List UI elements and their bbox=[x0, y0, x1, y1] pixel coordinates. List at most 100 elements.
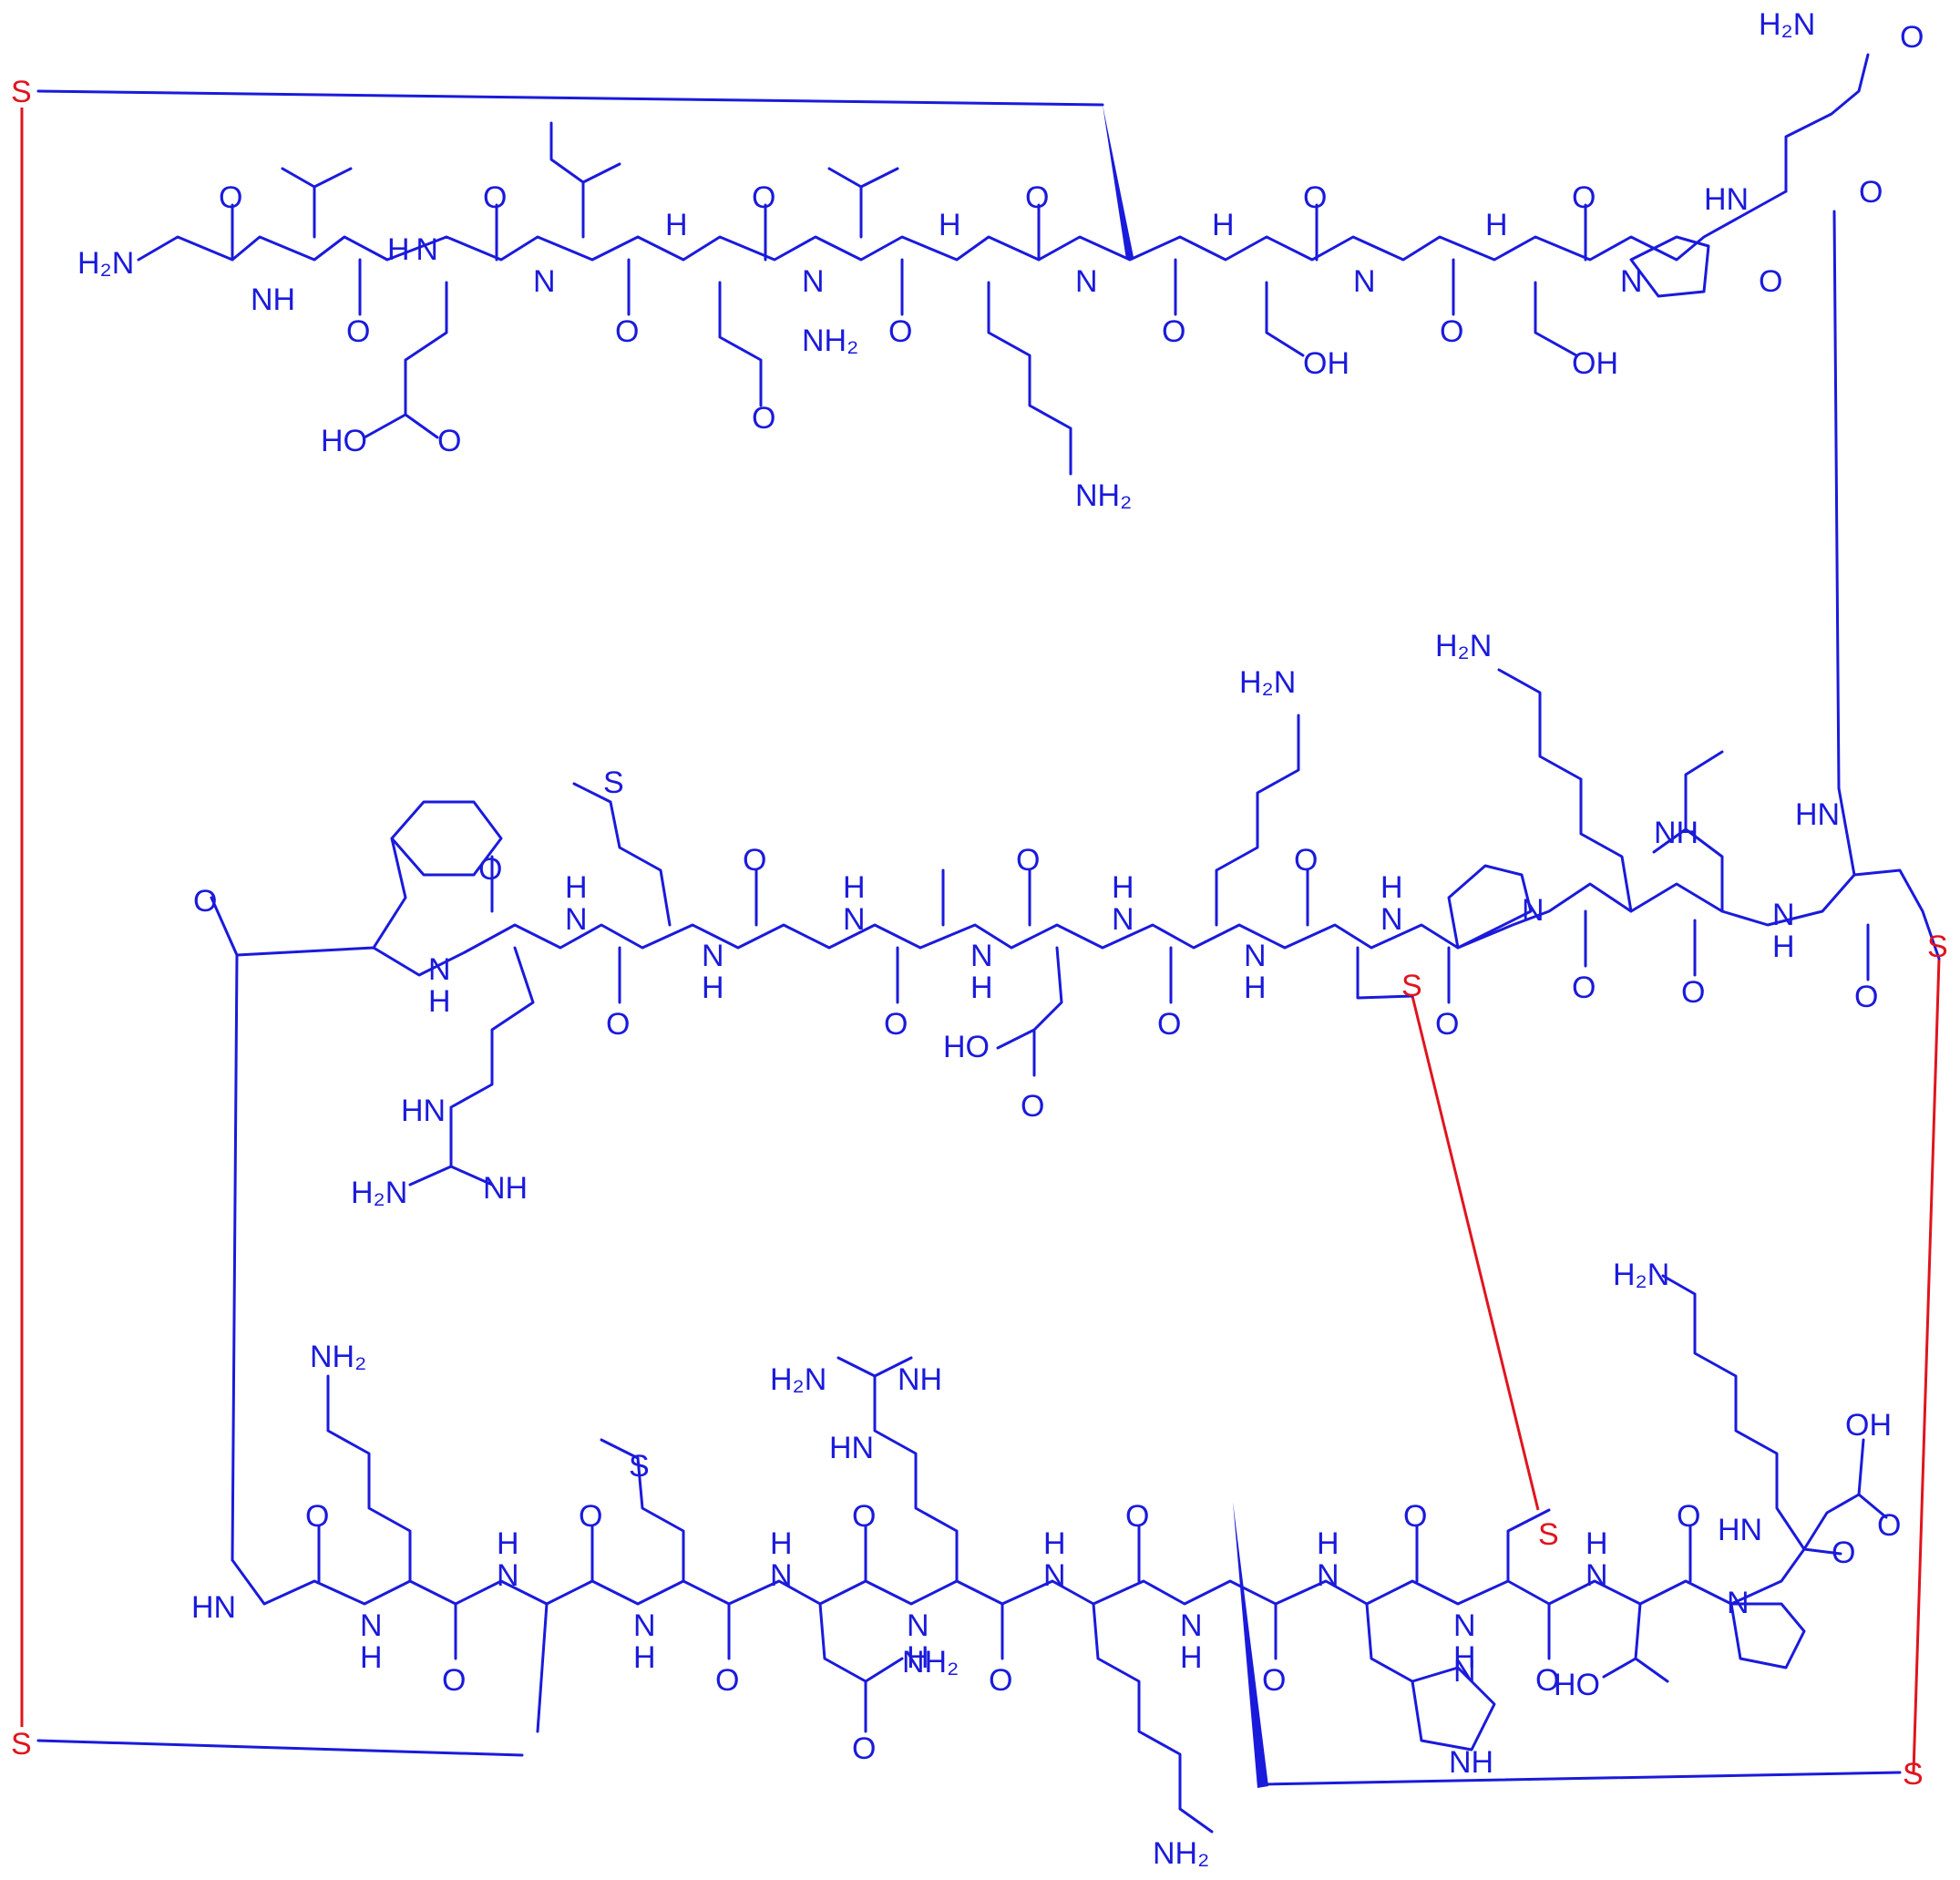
label-h-arg2: H bbox=[907, 1640, 929, 1675]
label-nh-ile: N bbox=[533, 264, 556, 299]
sidechains-row2 bbox=[372, 668, 1941, 1187]
label-h-cys5: H bbox=[1453, 1640, 1476, 1675]
label-hn-gln: HN bbox=[1704, 182, 1749, 217]
label-n-thr: N bbox=[1585, 1558, 1608, 1593]
label-o-gln: O bbox=[1900, 20, 1924, 55]
label-hn-start: HN bbox=[191, 1590, 236, 1625]
label-h2n-arg2: H₂N bbox=[770, 1362, 826, 1397]
label-o-met3: O bbox=[715, 1663, 739, 1698]
label-n-gly: N bbox=[843, 902, 866, 937]
label-nh2-asn2: NH₂ bbox=[902, 1645, 959, 1680]
label-o-cys5: O bbox=[1535, 1663, 1559, 1698]
label-o7: O bbox=[752, 180, 775, 215]
label-o-lys3: O bbox=[1572, 971, 1596, 1005]
bond-right-connector bbox=[1832, 210, 1841, 790]
label-h-arg: H bbox=[565, 870, 588, 905]
label-o-thr: O bbox=[1677, 1499, 1700, 1534]
label-n-cys5: N bbox=[1453, 1608, 1476, 1643]
label-o-phe: O bbox=[193, 884, 217, 919]
wedge-bottom bbox=[1233, 1502, 1268, 1788]
label-n-arg2: N bbox=[907, 1608, 929, 1643]
label-o-cys3: O bbox=[1854, 980, 1878, 1014]
sulfur-top-left: S bbox=[11, 75, 32, 109]
backbone-row1 bbox=[137, 190, 1788, 262]
label-nh-val2: N bbox=[802, 264, 825, 299]
wedge-top bbox=[1103, 105, 1134, 260]
label-o-gly3: O bbox=[305, 1499, 329, 1534]
sidechains-row1 bbox=[281, 53, 1870, 476]
label-n-lys5: N bbox=[1043, 1558, 1066, 1593]
label-h-phe: H bbox=[428, 984, 451, 1019]
label-h-asp: H bbox=[1112, 870, 1134, 905]
label-nh-gly: NH bbox=[251, 283, 295, 317]
label-o3: O bbox=[483, 180, 507, 215]
label-h-lys4: H bbox=[360, 1640, 383, 1675]
backbone-row2 bbox=[235, 786, 1856, 977]
label-h2n-lys3: H₂N bbox=[1435, 629, 1492, 663]
label-h2n-lys2: H₂N bbox=[1239, 665, 1296, 700]
label-n-cys3: N bbox=[1772, 898, 1795, 932]
disulfide-bond-right bbox=[1912, 958, 1941, 1773]
label-oh-end: OH bbox=[1845, 1408, 1892, 1443]
label-o6: O bbox=[615, 314, 639, 349]
label-h-met2: H bbox=[702, 971, 724, 1005]
label-h-ala2: H bbox=[497, 1526, 519, 1561]
label-h-thr: H bbox=[1585, 1526, 1608, 1561]
sulfur-cys5: S bbox=[1538, 1517, 1559, 1552]
label-n-cys2: N bbox=[1380, 902, 1403, 937]
label-n-lys4: N bbox=[360, 1608, 383, 1643]
label-o1: O bbox=[219, 180, 242, 215]
label-h2n-guan: H₂N bbox=[351, 1176, 407, 1210]
carbonyls-row2 bbox=[210, 855, 1870, 1004]
label-hn-guan: HN bbox=[401, 1094, 446, 1128]
label-n-asp: N bbox=[1112, 902, 1134, 937]
label-nh2-asn: NH₂ bbox=[802, 324, 858, 358]
label-o-lys2: O bbox=[1157, 1007, 1181, 1042]
label-o10: O bbox=[888, 314, 912, 349]
label-n-pro: N bbox=[1620, 264, 1643, 299]
label-o15: O bbox=[1572, 180, 1596, 215]
label-nh-guan: NH bbox=[483, 1171, 528, 1206]
label-nh-gly2: N bbox=[1353, 264, 1376, 299]
label-h-cys3: H bbox=[1772, 930, 1795, 964]
label-s-met3: S bbox=[629, 1449, 650, 1484]
label-hooc-asp: HO bbox=[943, 1030, 990, 1064]
label-h-his: H bbox=[1317, 1526, 1339, 1561]
label-o-lys5: O bbox=[1125, 1499, 1149, 1534]
label-n-lys2: N bbox=[1244, 939, 1267, 973]
label-h2n-lys6: H₂N bbox=[1613, 1258, 1669, 1292]
label-nh-lys: H bbox=[939, 208, 961, 242]
label-o14: O bbox=[1440, 314, 1463, 349]
bond-bottom-frame bbox=[36, 1739, 524, 1757]
label-nh2-lys: NH₂ bbox=[1075, 478, 1132, 513]
sulfur-cys2: S bbox=[1401, 969, 1422, 1003]
label-o-cys4: O bbox=[1262, 1663, 1286, 1698]
label-h-cys2: H bbox=[1380, 870, 1403, 905]
label-o-pro2: O bbox=[1435, 1007, 1459, 1042]
label-nh-arg2: NH bbox=[898, 1362, 942, 1397]
label-hn-cys3: HN bbox=[1795, 797, 1840, 832]
label-h2n-gln: H₂N bbox=[1759, 7, 1815, 42]
backbone-row3 bbox=[231, 1493, 1861, 1606]
label-o5: O bbox=[437, 424, 461, 458]
label-n-met2: N bbox=[702, 939, 724, 973]
label-n-pro3: N bbox=[1727, 1586, 1750, 1620]
label-o-gly: O bbox=[743, 843, 766, 878]
label-o-arg: O bbox=[478, 852, 502, 887]
label-oh-ser1: OH bbox=[1303, 346, 1349, 381]
label-nh2-lys4: NH₂ bbox=[310, 1340, 366, 1374]
label-nh-leu: NH bbox=[1654, 816, 1698, 850]
label-n-asn2: N bbox=[770, 1558, 793, 1593]
label-h-asn2: H bbox=[770, 1526, 793, 1561]
label-o-lys4: O bbox=[442, 1663, 466, 1698]
bond-top-frame bbox=[36, 89, 1104, 107]
label-n-cys4: N bbox=[1180, 1608, 1203, 1643]
label-h-lys2: H bbox=[1244, 971, 1267, 1005]
label-o-cys2: O bbox=[1294, 843, 1318, 878]
label-o11: O bbox=[1025, 180, 1049, 215]
carbonyls-row3 bbox=[317, 1438, 1888, 1660]
label-h-lys5: H bbox=[1043, 1526, 1066, 1561]
label-nh-his-ring: NH bbox=[1449, 1745, 1493, 1780]
